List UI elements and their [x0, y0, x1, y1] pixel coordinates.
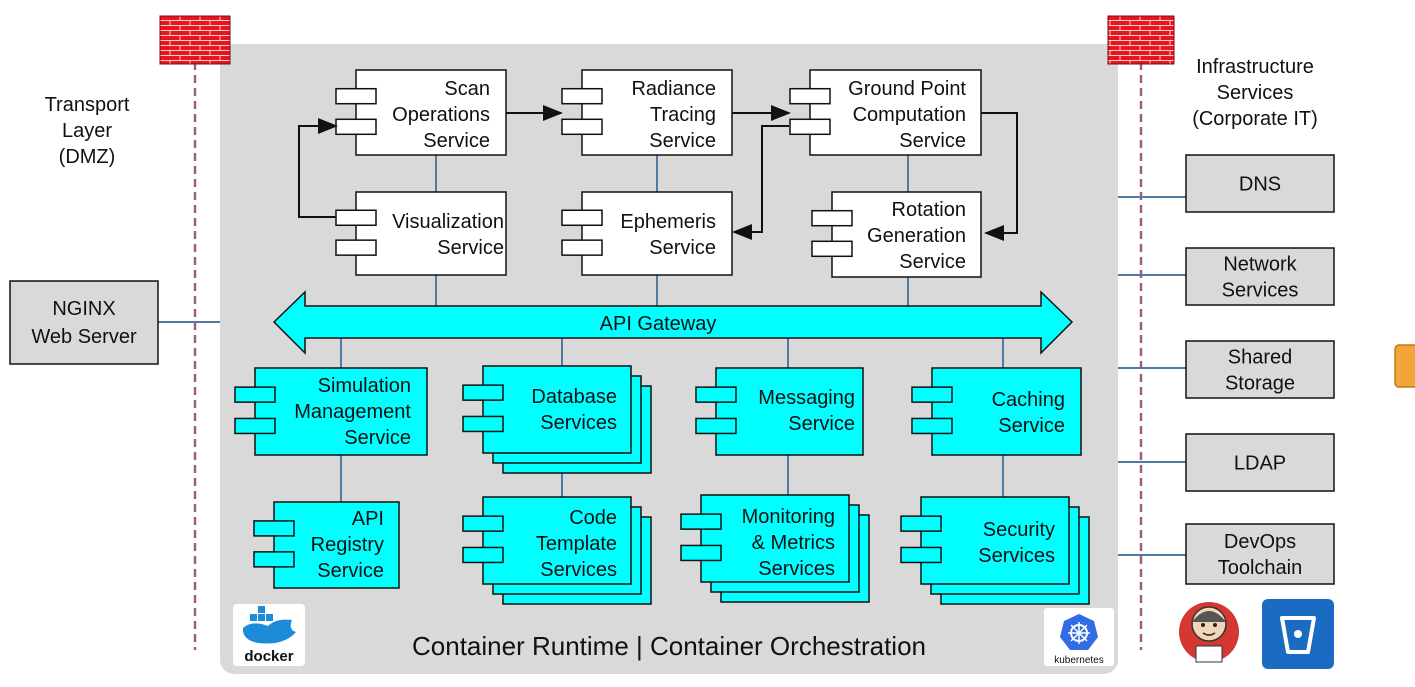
dns-infra-label: DNS [1239, 174, 1281, 196]
dns-infra-box: DNS [1185, 154, 1335, 213]
api-gateway-arrow [272, 290, 1074, 355]
api-gateway-label: API Gateway [600, 313, 717, 335]
offscreen-shape [1394, 344, 1415, 388]
svg-text:kubernetes: kubernetes [1054, 655, 1103, 666]
ldap-infra-box: LDAP [1185, 433, 1335, 492]
docker-logo: docker [233, 604, 305, 666]
container-runtime-label: Container Runtime | Container Orchestrat… [412, 631, 926, 661]
ldap-infra-label: LDAP [1234, 453, 1286, 475]
firewall-right-icon [1107, 15, 1175, 65]
jenkins-icon [1179, 602, 1239, 663]
bitbucket-icon [1262, 599, 1334, 669]
kubernetes-logo: kubernetes [1044, 608, 1114, 666]
flow-arrows [298, 105, 1018, 241]
svg-text:docker: docker [244, 648, 293, 665]
firewall-left-icon [159, 15, 231, 65]
nginx-web-server-box [9, 280, 159, 365]
connector-lines [158, 155, 1186, 556]
